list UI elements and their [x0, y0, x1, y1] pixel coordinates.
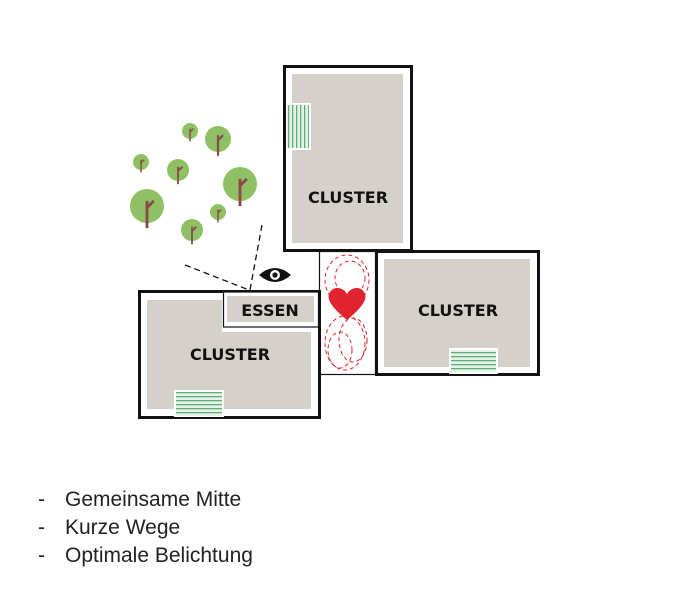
stairs-icon [451, 350, 496, 372]
list-item-text: Kurze Wege [65, 516, 181, 539]
list-item: -Gemeinsame Mitte [38, 488, 253, 516]
dining-label: ESSEN [241, 301, 299, 320]
tree-icon [133, 154, 149, 173]
common-center [318, 250, 377, 376]
list-item-text: Gemeinsame Mitte [65, 488, 242, 511]
cluster-label: CLUSTER [418, 301, 498, 320]
trees [130, 123, 257, 245]
view-lines [184, 224, 263, 291]
bullet: - [38, 488, 45, 511]
dining-room: ESSEN [222, 291, 320, 328]
list-item-text: Optimale Belichtung [65, 544, 253, 567]
movement-paths [324, 254, 370, 371]
tree-icon [205, 126, 231, 156]
bullet: - [38, 516, 45, 539]
stairs-icon [287, 105, 309, 148]
cluster-left: CLUSTER ESSEN [138, 290, 321, 419]
heart-icon [328, 288, 366, 320]
cluster-label: CLUSTER [190, 345, 270, 364]
cluster-right: CLUSTER [375, 250, 540, 376]
cluster-label: CLUSTER [308, 188, 388, 207]
cluster-top: CLUSTER [283, 65, 413, 252]
feature-list: -Gemeinsame Mitte -Kurze Wege -Optimale … [38, 488, 253, 572]
tree-icon [181, 219, 203, 245]
list-item: -Optimale Belichtung [38, 544, 253, 572]
list-item: -Kurze Wege [38, 516, 253, 544]
eye-icon [259, 268, 291, 282]
tree-icon [167, 159, 189, 185]
tree-icon [130, 189, 164, 229]
tree-icon [182, 123, 198, 142]
tree-icon [210, 204, 226, 223]
tree-icon [223, 167, 257, 207]
stairs-icon [176, 392, 222, 416]
bullet: - [38, 544, 45, 567]
